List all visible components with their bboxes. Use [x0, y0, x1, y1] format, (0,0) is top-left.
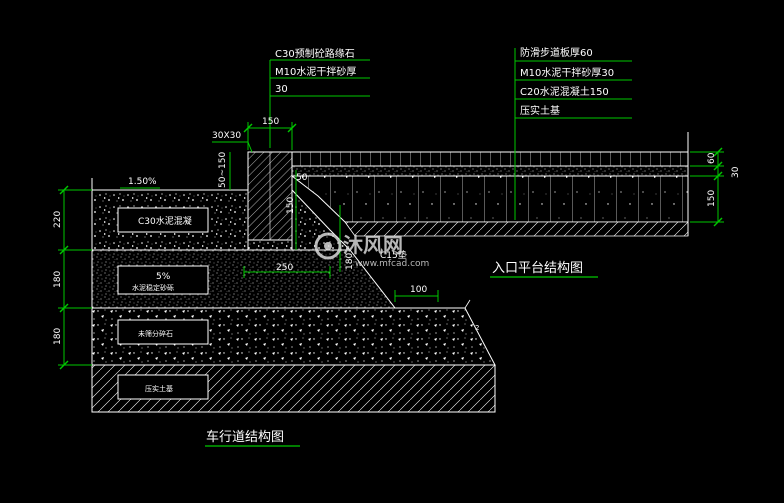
watermark-url: www.mfcad.com: [355, 259, 429, 269]
dim-right-60: 60: [707, 152, 717, 164]
dim-inner-c15: C15垫: [380, 249, 407, 261]
platform-title-text: 入口平台结构图: [492, 261, 583, 276]
dim-inner-250: 250: [276, 263, 293, 273]
curb-base: [247, 239, 293, 251]
dim-inner-150: 150: [286, 197, 296, 214]
dimension-labels: 30X30 150 50~150 1.50% 220 180 180 60 30…: [53, 117, 741, 345]
dim-offset-100: 100: [410, 285, 427, 295]
curb-callout-line-3: 30: [275, 84, 288, 95]
platform-sand-layer: [291, 165, 689, 177]
road-title: 车行道结构图: [205, 429, 300, 447]
dim-right-150: 150: [707, 190, 717, 207]
platform-callout: 防滑步道板厚60 M10水泥干拌砂厚30 C20水泥混凝土150 压实土基: [520, 46, 614, 117]
dimension-lines: [58, 122, 724, 366]
platform-tile-layer: [291, 151, 689, 167]
platform-callout-line-4: 压实土基: [520, 104, 560, 117]
platform-callout-line-2: M10水泥干拌砂厚30: [520, 66, 614, 79]
dim-right-30: 30: [731, 166, 741, 178]
platform-concrete-layer: [290, 175, 689, 223]
gravel-label-box: [117, 319, 209, 345]
curb-backing-c15: [291, 188, 352, 251]
platform-callout-line-3: C20水泥混凝土150: [520, 85, 609, 98]
road-title-text: 车行道结构图: [206, 429, 284, 445]
dim-slope: 1.50%: [128, 177, 157, 187]
curb-callout-line-2: M10水泥干拌砂厚: [275, 65, 356, 78]
concrete-label-box: [117, 207, 209, 233]
platform-callout-line-1: 防滑步道板厚60: [520, 46, 593, 59]
dim-chamfer: 30X30: [212, 131, 241, 141]
road-layer-labels: C30水泥混凝 5% 水泥稳定砂砾 未筛分碎石 压实土基: [117, 207, 209, 400]
dim-curb-width: 150: [262, 117, 279, 127]
watermark-brand: 沐风网: [343, 233, 403, 257]
platform-callout-leader: [514, 48, 632, 220]
dim-inner-180: 180: [345, 253, 355, 270]
stabilized-label-box: [117, 265, 209, 295]
dimension-ticks: [59, 123, 723, 370]
dim-left-180b: 180: [53, 328, 63, 345]
svg-text:2: 2: [475, 324, 479, 332]
concrete-label: C30水泥混凝: [138, 215, 192, 227]
watermark: 沐风网 www.mfcad.com: [314, 232, 429, 269]
gravel-label: 未筛分碎石: [138, 329, 173, 338]
curb-callout-line-1: C30预制砼路缘石: [275, 47, 355, 60]
dim-left-220: 220: [53, 211, 63, 228]
subgrade-label: 压实土基: [145, 384, 173, 393]
curb-callout: C30预制砼路缘石 M10水泥干拌砂厚 30: [275, 47, 356, 95]
curb: [247, 151, 352, 251]
watermark-logo-icon: [314, 232, 342, 260]
platform-title: 入口平台结构图: [490, 261, 598, 278]
dim-curb-top-50: 50: [296, 173, 308, 183]
platform-structure: [290, 132, 689, 237]
curb-callout-leader: [269, 59, 370, 148]
dim-curb-reveal: 50~150: [218, 152, 228, 188]
subgrade-label-box: [117, 374, 209, 400]
dim-left-180a: 180: [53, 271, 63, 288]
stabilized-label: 水泥稳定砂砾: [132, 283, 174, 292]
stabilized-pct-label: 5%: [156, 272, 171, 282]
